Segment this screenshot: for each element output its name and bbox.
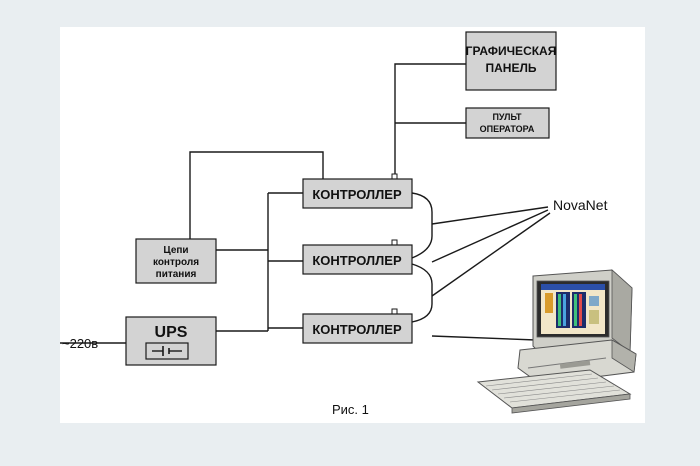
operator-console-block: ПУЛЬТ ОПЕРАТОРА — [465, 107, 550, 139]
line-link-c2-c3 — [411, 263, 433, 323]
controller-2-block: КОНТРОЛЛЕР — [302, 239, 413, 275]
operator-console-label-2: ОПЕРАТОРА — [480, 124, 535, 134]
graphic-panel-box — [465, 31, 557, 91]
controller-1-box — [302, 178, 413, 209]
connection-lines — [60, 63, 551, 344]
power-control-label-1: Цепи — [163, 245, 188, 256]
line-novanet-3 — [431, 212, 551, 297]
power-control-box — [135, 238, 217, 284]
controller-2-box — [302, 244, 413, 275]
mains-label: ~220в — [62, 336, 98, 351]
line-novanet-1 — [431, 206, 549, 225]
novanet-label: NovaNet — [553, 197, 608, 213]
controller-1-port — [391, 173, 398, 180]
power-control-block: Цепи контроля питания — [135, 238, 217, 284]
controller-3-port — [391, 308, 398, 315]
figure-caption: Рис. 1 — [332, 402, 369, 417]
controller-1-label: КОНТРОЛЛЕР — [312, 187, 402, 202]
line-computer — [431, 335, 537, 341]
operator-console-label-1: ПУЛЬТ — [492, 112, 522, 122]
battery-icon — [145, 342, 189, 360]
graphic-panel-block: ГРАФИЧЕСКАЯ ПАНЕЛЬ — [465, 31, 557, 91]
ups-block: UPS — [125, 316, 217, 366]
line-power-control-top — [189, 151, 324, 239]
controller-3-label: КОНТРОЛЛЕР — [312, 322, 402, 337]
workstation-computer-icon — [476, 269, 637, 414]
line-graphic-panel — [394, 63, 466, 175]
controller-2-label: КОНТРОЛЛЕР — [312, 253, 402, 268]
power-control-label-3: питания — [156, 269, 197, 280]
power-control-label-2: контроля — [153, 257, 199, 268]
graphic-panel-label-1: ГРАФИЧЕСКАЯ — [466, 44, 557, 58]
controller-3-box — [302, 313, 413, 344]
controller-3-block: КОНТРОЛЛЕР — [302, 308, 413, 344]
line-novanet-2 — [431, 209, 549, 263]
operator-console-box — [465, 107, 550, 139]
controller-2-port — [391, 239, 398, 246]
ups-label: UPS — [155, 324, 188, 341]
graphic-panel-label-2: ПАНЕЛЬ — [485, 61, 536, 75]
controller-1-block: КОНТРОЛЛЕР — [302, 173, 413, 209]
